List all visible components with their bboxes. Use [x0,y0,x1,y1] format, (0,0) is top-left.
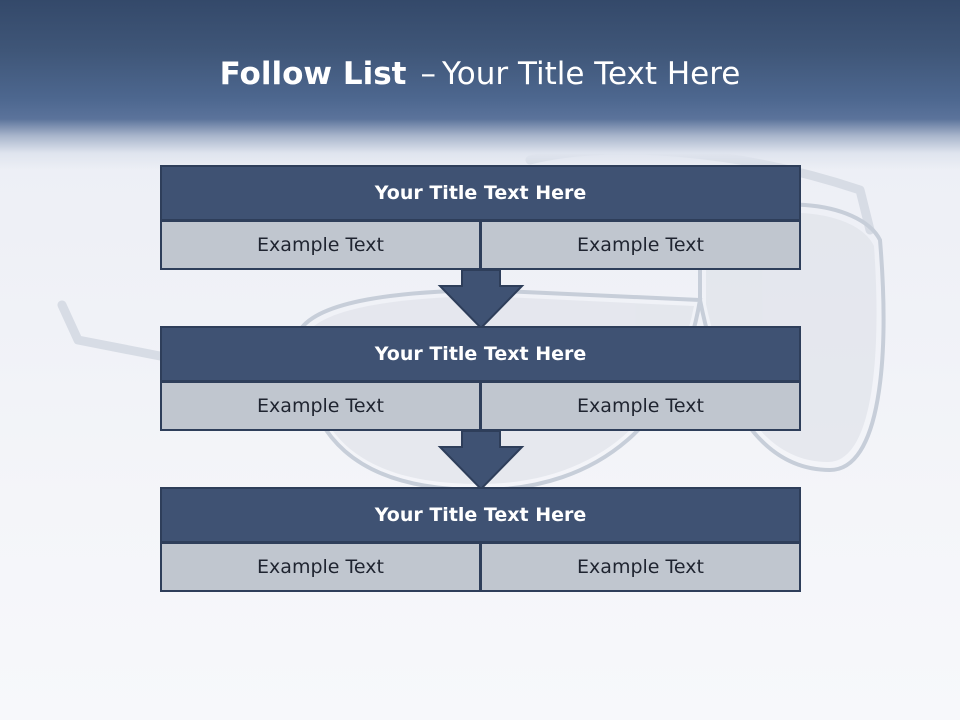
step-1-box: Your Title Text Here Example Text Exampl… [160,165,801,270]
step-2-title: Your Title Text Here [160,326,801,382]
slide-title: Follow List–Your Title Text Here [0,54,960,94]
header-band [0,0,960,170]
step-1-left-cell: Example Text [160,220,481,270]
step-3-right-cell: Example Text [480,542,801,592]
step-3-row: Example Text Example Text [160,542,801,592]
step-2-left-cell: Example Text [160,381,481,431]
step-2-right-cell: Example Text [480,381,801,431]
slide-title-text: Your Title Text Here [441,56,741,92]
step-2-box: Your Title Text Here Example Text Exampl… [160,326,801,431]
down-arrow-icon [437,270,525,330]
step-1-title: Your Title Text Here [160,165,801,221]
step-1-right-cell: Example Text [480,220,801,270]
down-arrow-icon [437,431,525,491]
slide-title-separator: – [420,56,436,92]
step-1-row: Example Text Example Text [160,220,801,270]
step-2-row: Example Text Example Text [160,381,801,431]
step-3-box: Your Title Text Here Example Text Exampl… [160,487,801,592]
slide-title-bold: Follow List [219,56,407,92]
step-3-title: Your Title Text Here [160,487,801,543]
step-3-left-cell: Example Text [160,542,481,592]
